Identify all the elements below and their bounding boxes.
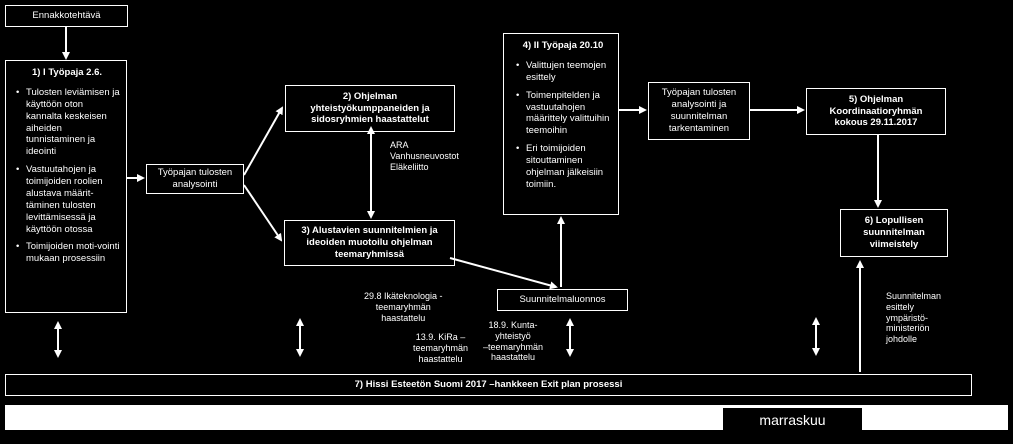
draft-box: Suunnitelmaluonnos bbox=[497, 289, 628, 311]
timeline-month-label: marraskuu bbox=[759, 412, 826, 428]
coordination-meeting-box: 5) Ohjelman Koordinaatioryhmän kokous 29… bbox=[806, 88, 946, 135]
ministry-note: Suunnitelman esittely ympäristö- ministe… bbox=[886, 291, 942, 345]
kira-interview-note: 13.9. KiRa – teemaryhmän haastattelu bbox=[413, 332, 469, 364]
workshop-2-title: 4) II Työpaja 20.10 bbox=[522, 40, 604, 51]
exit-plan-label: 7) Hissi Esteetön Suomi 2017 –hankkeen E… bbox=[354, 379, 623, 391]
interviews-label: 2) Ohjelman yhteistyökumppaneiden ja sid… bbox=[310, 90, 430, 126]
themes-label: 3) Alustavien suunnitelmien ja ideoiden … bbox=[301, 225, 438, 260]
exit-plan-bar: 7) Hissi Esteetön Suomi 2017 –hankkeen E… bbox=[5, 374, 972, 396]
final-plan-box: 6) Lopullisen suunnitelman viimeistely bbox=[840, 209, 948, 257]
workshop-1-list: Tulosten leviämisen ja käyttöön oton kan… bbox=[14, 87, 120, 265]
arrow-themes-draft bbox=[449, 257, 558, 290]
arrow-analysis-themes bbox=[243, 184, 283, 242]
workshop-1-title: 1) I Työpaja 2.6. bbox=[31, 67, 103, 78]
ara-note: ARA Vanhusneuvostot Eläkeliitto bbox=[390, 140, 459, 172]
interviews-box: 2) Ohjelman yhteistyökumppaneiden ja sid… bbox=[285, 85, 455, 132]
analysis-1-box: Työpajan tulosten analysointi bbox=[146, 164, 244, 194]
list-item: Vastuutahojen ja toimijoiden roolien alu… bbox=[16, 164, 120, 235]
arrow-analysis-interviews bbox=[243, 106, 283, 176]
analysis-2-box: Työpajan tulosten analysointi ja suunnit… bbox=[648, 82, 750, 140]
list-item: Toimenpitelden ja vastuutahojen määritte… bbox=[516, 90, 612, 138]
analysis-2-label: Työpajan tulosten analysointi ja suunnit… bbox=[661, 87, 737, 134]
list-item: Toimijoiden moti-vointi mukaan prosessii… bbox=[16, 241, 120, 265]
list-item: Eri toimijoiden sitouttaminen ohjelman j… bbox=[516, 143, 612, 191]
workshop-2-box: 4) II Työpaja 20.10 Valittujen teemojen … bbox=[503, 33, 619, 215]
list-item: Tulosten leviämisen ja käyttöön oton kan… bbox=[16, 87, 120, 158]
timeline-month-november: marraskuu bbox=[723, 408, 862, 432]
draft-label: Suunnitelmaluonnos bbox=[519, 294, 606, 306]
pre-task-label: Ennakkotehtävä bbox=[32, 10, 101, 22]
workshop-1-box: 1) I Työpaja 2.6. Tulosten leviämisen ja… bbox=[5, 60, 127, 313]
final-plan-label: 6) Lopullisen suunnitelman viimeistely bbox=[863, 215, 925, 250]
coordination-meeting-label: 5) Ohjelman Koordinaatioryhmän kokous 29… bbox=[829, 93, 923, 129]
workshop-2-list: Valittujen teemojen esittely Toimenpitel… bbox=[514, 60, 612, 191]
pre-task-box: Ennakkotehtävä bbox=[5, 5, 128, 27]
tech-interview-note: 29.8 Ikäteknologia - teemaryhmän haastat… bbox=[364, 291, 443, 323]
analysis-1-label: Työpajan tulosten analysointi bbox=[157, 167, 233, 190]
themes-box: 3) Alustavien suunnitelmien ja ideoiden … bbox=[284, 220, 455, 266]
list-item: Valittujen teemojen esittely bbox=[516, 60, 612, 84]
kunta-interview-note: 18.9. Kunta- yhteistyö –teemaryhmän haas… bbox=[483, 320, 544, 363]
